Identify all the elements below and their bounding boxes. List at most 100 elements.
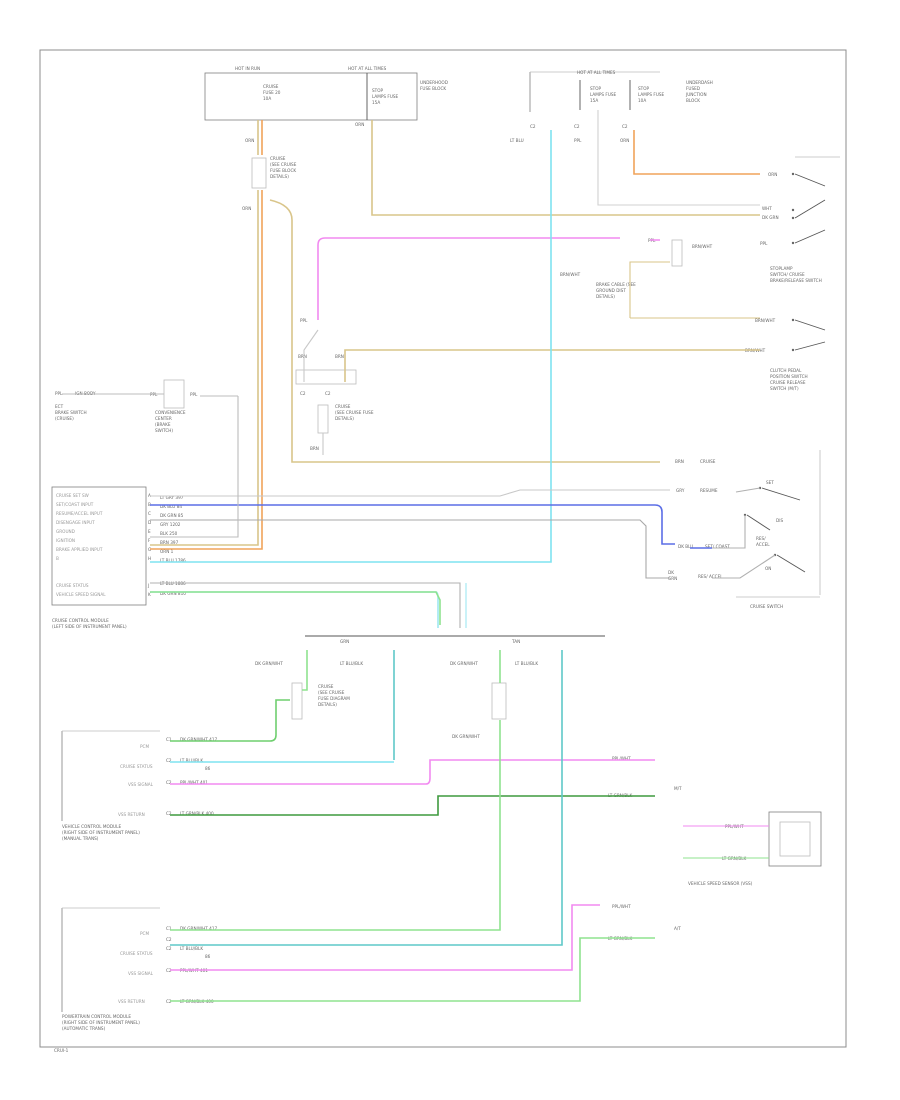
svg-text:SWITCH (M/T): SWITCH (M/T) xyxy=(770,386,799,391)
svg-text:BRN: BRN xyxy=(298,354,307,359)
svg-text:CENTER: CENTER xyxy=(155,416,172,421)
diagram-frame xyxy=(39,49,847,1048)
svg-text:VSS SIGNAL: VSS SIGNAL xyxy=(128,971,154,976)
svg-text:VEHICLE SPEED SIGNAL: VEHICLE SPEED SIGNAL xyxy=(56,592,106,597)
svg-text:BRAKE CABLE (SEE: BRAKE CABLE (SEE xyxy=(596,282,636,287)
underhood-fuse-block: HOT IN RUN HOT AT ALL TIMES CRUISE FUSE … xyxy=(204,66,448,143)
svg-text:PPL: PPL xyxy=(760,241,768,246)
svg-text:BRAKE APPLIED INPUT: BRAKE APPLIED INPUT xyxy=(56,547,103,552)
svg-text:CRUISE STATUS: CRUISE STATUS xyxy=(120,951,153,956)
svg-text:JUNCTION: JUNCTION xyxy=(685,92,707,97)
svg-text:HOT AT ALL TIMES: HOT AT ALL TIMES xyxy=(348,66,387,71)
clutch-switch: BRN/WHT BRN/WHT CLUTCH PEDAL POSITION SW… xyxy=(745,318,826,391)
svg-text:CRUISE RELEASE: CRUISE RELEASE xyxy=(770,380,806,385)
svg-text:10A: 10A xyxy=(638,98,646,103)
svg-text:H: H xyxy=(148,556,151,561)
cruise-release-switch-left: PPL IGN BODY ECT BRAKE SWITCH (CRUISE) P… xyxy=(55,379,198,433)
wire-tan-stoplamp xyxy=(371,120,760,216)
svg-text:J: J xyxy=(147,583,149,588)
wire-orange-stoplamp xyxy=(633,130,760,175)
svg-text:GRY 1202: GRY 1202 xyxy=(160,522,181,527)
svg-text:BRN: BRN xyxy=(335,354,344,359)
middle-bus: GRN TAN DK GRN/WHT LT BLU/BLK DK GRN/WHT… xyxy=(255,635,605,739)
svg-text:BRAKE SWITCH: BRAKE SWITCH xyxy=(55,410,87,415)
svg-text:STOP: STOP xyxy=(372,88,384,93)
svg-text:C2: C2 xyxy=(166,968,172,973)
svg-text:C2: C2 xyxy=(166,811,172,816)
svg-text:PPL: PPL xyxy=(574,138,582,143)
svg-text:C2: C2 xyxy=(166,999,172,1004)
wire-dkblue-setcoast xyxy=(150,504,675,545)
svg-text:PCM: PCM xyxy=(140,744,149,749)
svg-text:VSS SIGNAL: VSS SIGNAL xyxy=(128,782,154,787)
wire-gray-splice xyxy=(150,395,239,538)
svg-text:E: E xyxy=(148,529,151,534)
svg-text:(BRAKE: (BRAKE xyxy=(155,422,171,427)
svg-text:LT BLU/BLK: LT BLU/BLK xyxy=(340,661,363,666)
svg-text:K: K xyxy=(148,592,151,597)
svg-text:(MANUAL TRANS): (MANUAL TRANS) xyxy=(62,836,99,841)
svg-text:FUSE BLOCK: FUSE BLOCK xyxy=(270,168,296,173)
svg-text:15A: 15A xyxy=(590,98,598,103)
svg-text:SET/COAST INPUT: SET/COAST INPUT xyxy=(56,502,94,507)
svg-text:BLOCK: BLOCK xyxy=(686,98,700,103)
svg-text:86: 86 xyxy=(205,766,211,771)
svg-text:ACCEL: ACCEL xyxy=(756,542,770,547)
svg-text:(SEE CRUISE: (SEE CRUISE xyxy=(318,690,345,695)
wire-gray-splice-mid xyxy=(303,329,324,455)
wire-pink-vss-upper xyxy=(170,759,655,785)
svg-text:DK: DK xyxy=(668,570,674,575)
wire-ltblue-vss-upper xyxy=(150,591,439,628)
svg-text:LT BLU/BLK: LT BLU/BLK xyxy=(180,758,203,763)
svg-text:LAMPS FUSE: LAMPS FUSE xyxy=(638,92,665,97)
svg-text:DETAILS): DETAILS) xyxy=(318,702,337,707)
svg-text:DK GRN 810: DK GRN 810 xyxy=(160,591,186,596)
svg-text:ON: ON xyxy=(765,566,771,571)
svg-text:RES/: RES/ xyxy=(756,536,766,541)
svg-text:RES/ ACCEL: RES/ ACCEL xyxy=(698,574,723,579)
svg-text:FUSED: FUSED xyxy=(686,86,700,91)
svg-text:CLUTCH PEDAL: CLUTCH PEDAL xyxy=(770,368,802,373)
svg-text:FUSE 20: FUSE 20 xyxy=(263,90,281,95)
wire-pink-brake-switch xyxy=(317,237,660,320)
svg-text:ORN: ORN xyxy=(620,138,629,143)
svg-text:POWERTRAIN CONTROL MODULE: POWERTRAIN CONTROL MODULE xyxy=(62,1014,131,1019)
svg-text:ORN 1: ORN 1 xyxy=(160,549,174,554)
svg-text:FUSE DIAGRAM: FUSE DIAGRAM xyxy=(318,696,350,701)
svg-text:C2: C2 xyxy=(622,124,628,129)
svg-text:DISENGAGE INPUT: DISENGAGE INPUT xyxy=(56,520,95,525)
svg-text:C1: C1 xyxy=(166,737,172,742)
svg-text:DK BLU: DK BLU xyxy=(678,544,693,549)
svg-text:C2: C2 xyxy=(574,124,580,129)
svg-text:DK BLU 84: DK BLU 84 xyxy=(160,504,182,509)
svg-text:ORN: ORN xyxy=(768,172,777,177)
wire-ltgreen-vss-return-lower xyxy=(170,937,655,1002)
svg-text:BRN: BRN xyxy=(675,459,684,464)
svg-text:DETAILS): DETAILS) xyxy=(335,416,354,421)
svg-text:C2: C2 xyxy=(166,780,172,785)
wire-gray-cruise-status xyxy=(150,582,461,628)
svg-text:BLK 250: BLK 250 xyxy=(160,531,178,536)
svg-text:HOT AT ALL TIMES: HOT AT ALL TIMES xyxy=(577,70,616,75)
splice-s204: PPL BRN BRN C2 C2 CRUISE (SEE CRUISE FUS… xyxy=(295,318,374,451)
svg-text:DK GRN/WHT: DK GRN/WHT xyxy=(450,661,478,666)
svg-text:VEHICLE CONTROL MODULE: VEHICLE CONTROL MODULE xyxy=(62,824,121,829)
svg-text:B: B xyxy=(148,502,151,507)
wire-gray-switch-right xyxy=(712,487,776,579)
svg-text:CRUISE SET SW: CRUISE SET SW xyxy=(56,493,89,498)
wire-ltblue-cruise xyxy=(150,130,552,563)
svg-text:(LEFT SIDE OF INSTRUMENT PANEL: (LEFT SIDE OF INSTRUMENT PANEL) xyxy=(52,624,127,629)
svg-text:(SEE CRUISE FUSE: (SEE CRUISE FUSE xyxy=(335,410,374,415)
wire-green-drop-lower xyxy=(170,650,501,931)
svg-text:BRN: BRN xyxy=(310,446,319,451)
svg-text:PPL: PPL xyxy=(190,392,198,397)
svg-text:DK GRN/WHT 417: DK GRN/WHT 417 xyxy=(180,737,218,742)
wire-gray-resume xyxy=(150,519,670,579)
svg-text:UNDERHOOD: UNDERHOOD xyxy=(420,80,448,85)
svg-text:C: C xyxy=(148,511,151,516)
svg-text:CRUISE: CRUISE xyxy=(700,459,716,464)
wire-teal-drop-lower xyxy=(170,650,563,946)
svg-text:LT BLU/BLK: LT BLU/BLK xyxy=(515,661,538,666)
svg-text:B: B xyxy=(56,556,59,561)
